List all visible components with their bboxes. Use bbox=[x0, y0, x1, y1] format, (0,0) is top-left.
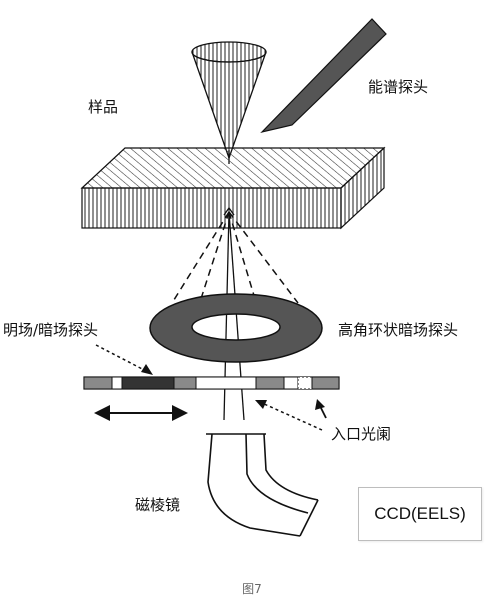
ccd-eels-box: CCD(EELS) bbox=[358, 487, 482, 541]
label-haadf-detector: 高角环状暗场探头 bbox=[338, 321, 459, 339]
label-ccd-eels: CCD(EELS) bbox=[374, 504, 466, 523]
eds-detector-rod bbox=[260, 18, 387, 134]
probe-cone bbox=[191, 41, 267, 164]
label-magnetic-prism: 磁棱镜 bbox=[135, 496, 181, 514]
slide-arrow bbox=[94, 405, 188, 421]
aperture-bar bbox=[83, 376, 340, 390]
scattered-beams bbox=[171, 211, 299, 310]
label-bf-df-detector: 明场/暗场探头 bbox=[3, 321, 99, 339]
label-sample: 样品 bbox=[88, 98, 119, 116]
label-eds-detector: 能谱探头 bbox=[368, 78, 429, 96]
magnetic-prism bbox=[206, 433, 319, 537]
haadf-ring bbox=[149, 293, 323, 363]
entrance-aperture-pointers bbox=[255, 399, 327, 431]
bf-df-pointer bbox=[95, 344, 153, 375]
label-entrance-aperture: 入口光阑 bbox=[331, 425, 392, 443]
sample-slab bbox=[80, 146, 386, 230]
figure-caption: 图7 bbox=[242, 582, 262, 596]
